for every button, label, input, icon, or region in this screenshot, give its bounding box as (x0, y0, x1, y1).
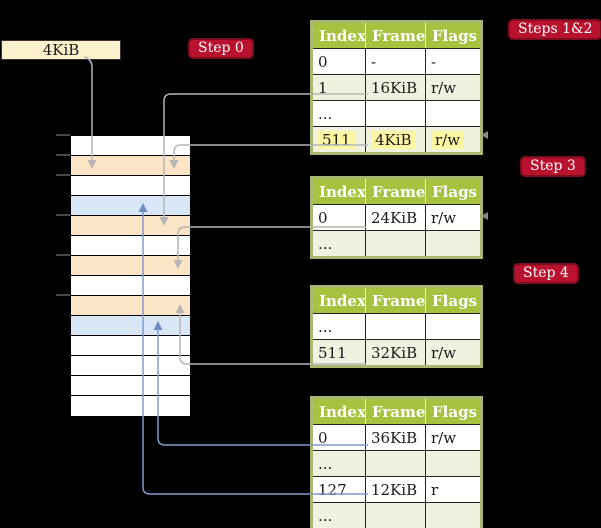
cell-index: ... (318, 234, 333, 253)
cell-flags: - (431, 52, 437, 71)
cell-flags: r/w (431, 208, 457, 227)
memory-frame-row-free (71, 396, 190, 416)
steps-1-2-badge: Steps 1&2 (508, 19, 601, 40)
header-frame: Frame (366, 23, 426, 48)
cell-frame: 12KiB (371, 480, 418, 499)
cell-frame: 32KiB (371, 343, 418, 362)
table-header-row: Index Frame Flags (313, 288, 480, 313)
memory-frame-row-blue (71, 316, 190, 336)
page-table-steps-1-2: Index Frame Flags 0 - - 1 16KiB r/w ... … (310, 20, 483, 155)
header-index: Index (313, 288, 366, 313)
cell-frame: 16KiB (371, 78, 418, 97)
table-row: 0 36KiB r/w (313, 424, 480, 450)
header-index: Index (313, 179, 366, 204)
cell-flags: r (431, 480, 439, 499)
memory-frame-row-free (71, 336, 190, 356)
table-row: ... (313, 230, 480, 256)
header-frame: Frame (366, 179, 426, 204)
table-row: 1 16KiB r/w (313, 74, 480, 100)
table-header-row: Index Frame Flags (313, 23, 480, 48)
table-row: ... (313, 100, 480, 126)
cell-flags: r/w (431, 343, 457, 362)
table-row-highlighted: 511 4KiB r/w (313, 126, 480, 152)
memory-column (70, 135, 191, 417)
table-row: 511 32KiB r/w (313, 339, 480, 365)
memory-frame-row-free (71, 376, 190, 396)
cell-frame: 36KiB (371, 428, 418, 447)
cell-flags: r/w (431, 78, 457, 97)
memory-frame-row-orange (71, 296, 190, 316)
header-flags: Flags (432, 402, 477, 421)
cell-index: 0 (318, 52, 328, 71)
cell-index: 511 (318, 343, 347, 362)
header-frame: Frame (366, 288, 426, 313)
header-index: Index (313, 23, 366, 48)
page-table-step-4: Index Frame Flags ... 511 32KiB r/w (310, 285, 483, 368)
memory-frame-row-free (71, 136, 190, 156)
cell-index: 511 (318, 130, 355, 149)
page-table-step-3: Index Frame Flags 0 24KiB r/w ... (310, 176, 483, 259)
memory-address-ticks (56, 134, 70, 296)
memory-frame-row-free (71, 236, 190, 256)
frame-size-box: 4KiB (1, 40, 121, 60)
memory-frame-row-free (71, 356, 190, 376)
cell-frame: 24KiB (371, 208, 418, 227)
header-index: Index (313, 399, 366, 424)
memory-frame-row-blue (71, 196, 190, 216)
header-flags: Flags (432, 182, 477, 201)
table-row: ... (313, 313, 480, 339)
table-row: 0 24KiB r/w (313, 204, 480, 230)
table-header-row: Index Frame Flags (313, 399, 480, 424)
step-4-badge: Step 4 (513, 263, 579, 284)
header-flags: Flags (432, 291, 477, 310)
cell-index: 0 (318, 428, 328, 447)
cell-frame: 4KiB (371, 130, 416, 149)
header-frame: Frame (366, 399, 426, 424)
cell-index: 0 (318, 208, 328, 227)
table-row: ... (313, 502, 480, 528)
step-0-badge: Step 0 (188, 38, 254, 59)
table-row: 127 12KiB r (313, 476, 480, 502)
table-row: ... (313, 450, 480, 476)
cell-index: ... (318, 506, 333, 525)
table-header-row: Index Frame Flags (313, 179, 480, 204)
frame-size-label: 4KiB (42, 41, 80, 59)
cell-index: ... (318, 317, 333, 336)
step-3-badge: Step 3 (520, 156, 586, 177)
cell-index: 1 (318, 78, 328, 97)
memory-frame-row-free (71, 176, 190, 196)
cell-flags: r/w (431, 428, 457, 447)
cell-flags: r/w (431, 130, 465, 149)
cell-index: 127 (318, 480, 347, 499)
memory-frame-row-free (71, 276, 190, 296)
table-row: 0 - - (313, 48, 480, 74)
cell-index: ... (318, 104, 333, 123)
memory-frame-row-orange (71, 156, 190, 176)
page-table-final: Index Frame Flags 0 36KiB r/w ... 127 12… (310, 396, 483, 528)
header-flags: Flags (432, 26, 477, 45)
cell-frame: - (371, 52, 377, 71)
memory-frame-row-orange (71, 256, 190, 276)
memory-frame-row-orange (71, 216, 190, 236)
cell-index: ... (318, 454, 333, 473)
